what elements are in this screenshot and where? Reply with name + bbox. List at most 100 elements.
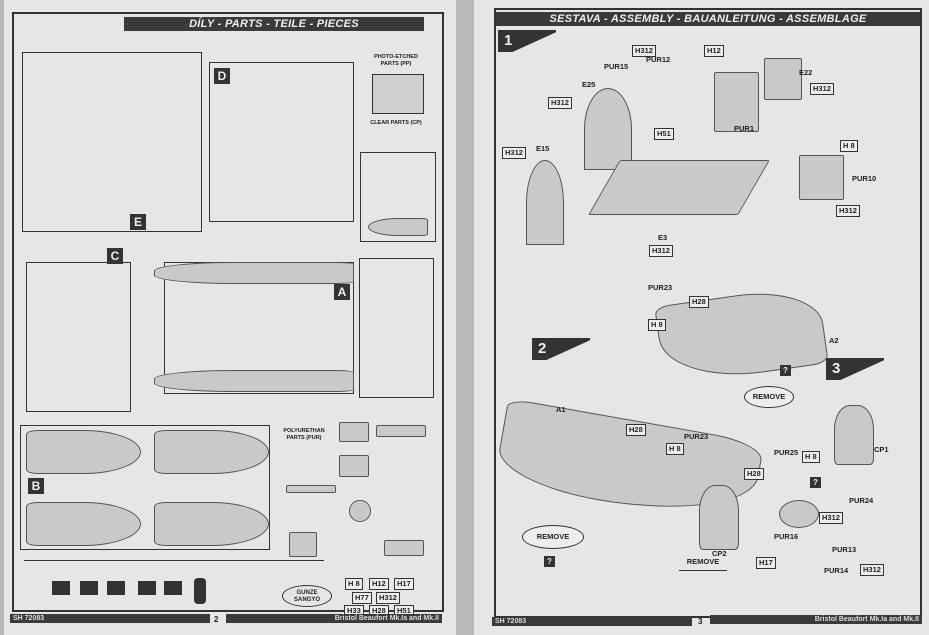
glue-icon (107, 581, 125, 595)
turret-ring (779, 500, 819, 528)
callout-label: CP2 (712, 549, 727, 558)
paint-label: H17 (394, 578, 414, 590)
floor-part (588, 160, 770, 215)
page-number: 2 (214, 615, 219, 624)
callout-label: CP1 (874, 445, 889, 454)
callout-label: A2 (829, 336, 839, 345)
callout-label: A1 (556, 405, 566, 414)
footer-title: Bristol Beaufort Mk.Ia and Mk.II (710, 615, 922, 624)
section-letter-c: C (107, 248, 123, 264)
section-letter-d: D (214, 68, 230, 84)
paint-label: H 8 (345, 578, 363, 590)
callout-label: H312 (632, 45, 656, 57)
question-marker: ? (810, 477, 821, 488)
section-letter-b: B (28, 478, 44, 494)
callout-label: E3 (658, 233, 668, 242)
question-marker: ? (544, 556, 555, 567)
panel-part (764, 58, 802, 100)
gunze-sangyo-logo: GUNZE SANGYO (282, 585, 332, 607)
sprue-a-right (359, 258, 434, 398)
callout-label: PUR16 (774, 532, 799, 541)
parts-page: DÍLY - PARTS - TEILE - PIECES E D PHOTO-… (4, 0, 456, 635)
callout-label: H 8 (802, 451, 820, 463)
callout-label: E25 (582, 80, 596, 89)
paint-label: H312 (376, 592, 400, 604)
page-header: DÍLY - PARTS - TEILE - PIECES (124, 17, 424, 31)
paint-icon (164, 581, 182, 595)
remove-callout: REMOVE (522, 525, 584, 549)
sprue-d (209, 62, 354, 222)
section-letter-e: E (130, 214, 146, 230)
assembly-page: SESTAVA - ASSEMBLY - BAUANLEITUNG - ASSE… (474, 0, 929, 635)
footer-code: SH 72083 (492, 617, 692, 626)
callout-label: H17 (756, 557, 776, 569)
resin-part (289, 532, 317, 557)
callout-label: PUR12 (646, 55, 671, 64)
callout-label: H312 (836, 205, 860, 217)
clear-parts-label: CLEAR PARTS (CP) (370, 120, 422, 126)
photo-etched-label: PHOTO-ETCHED PARTS (PP) (374, 54, 418, 67)
callout-label: H312 (649, 245, 673, 257)
callout-label: H312 (860, 564, 884, 576)
callout-label: H 8 (648, 319, 666, 331)
callout-label: PUR1 (734, 124, 755, 133)
remove-callout: REMOVE (744, 386, 794, 408)
callout-label: PUR14 (824, 566, 849, 575)
callout-label: PUR23 (684, 432, 709, 441)
sprue-c (26, 262, 131, 412)
page-frame (12, 12, 444, 612)
callout-label: H51 (654, 128, 674, 140)
canopy-part (368, 218, 428, 236)
radio-rack-part (799, 155, 844, 200)
polyurethan-label: POLYURETHAN PARTS (PUR) (283, 428, 325, 441)
photo-etched-fret (372, 74, 424, 114)
cut-icon (52, 581, 70, 595)
footer-title: Bristol Beaufort Mk.Ia and Mk.II (226, 614, 442, 623)
callout-label: PUR13 (832, 545, 857, 554)
callout-label: H 8 (840, 140, 858, 152)
resin-part (339, 455, 369, 477)
wing-bottom-right (154, 502, 269, 546)
callout-label: H28 (689, 296, 709, 308)
callout-label: PUR15 (604, 62, 629, 71)
callout-label: H312 (548, 97, 572, 109)
wing-top-left (26, 430, 141, 474)
callout-label: H28 (626, 424, 646, 436)
resin-part (376, 425, 426, 437)
callout-label: E15 (536, 144, 550, 153)
paint-label: H12 (369, 578, 389, 590)
sprue-e (22, 52, 202, 232)
resin-part (339, 422, 369, 442)
callout-label: H312 (810, 83, 834, 95)
page-number: 3 (698, 617, 703, 626)
fuselage-half-top (154, 262, 354, 284)
bulkhead-part (526, 160, 564, 245)
callout-label: H 8 (666, 443, 684, 455)
clear-parts-sprue (360, 152, 436, 242)
sprue-b (20, 425, 270, 550)
divider (24, 560, 324, 561)
callout-label: PUR10 (852, 174, 877, 183)
canopy-cp1 (834, 405, 874, 465)
drill-icon (80, 581, 98, 595)
callout-label: PUR25 (774, 448, 799, 457)
canopy-cp2 (699, 485, 739, 550)
fuselage-half-bottom (154, 370, 354, 392)
footer-code: SH 72083 (10, 614, 210, 623)
resin-part (384, 540, 424, 556)
seat-back-part (584, 88, 632, 170)
page-header: SESTAVA - ASSEMBLY - BAUANLEITUNG - ASSE… (496, 12, 920, 26)
wing-bottom-left (26, 502, 141, 546)
callout-label: PUR24 (849, 496, 874, 505)
page-frame (494, 8, 922, 618)
resin-ring (349, 500, 371, 522)
instrument-panel-part (714, 72, 759, 132)
question-marker: ? (780, 365, 791, 376)
callout-label: H312 (502, 147, 526, 159)
callout-label: H12 (704, 45, 724, 57)
wing-top-right (154, 430, 269, 474)
callout-label: H312 (819, 512, 843, 524)
glue-tube-icon (194, 578, 206, 604)
remove-icon (138, 581, 156, 595)
callout-label: H28 (744, 468, 764, 480)
